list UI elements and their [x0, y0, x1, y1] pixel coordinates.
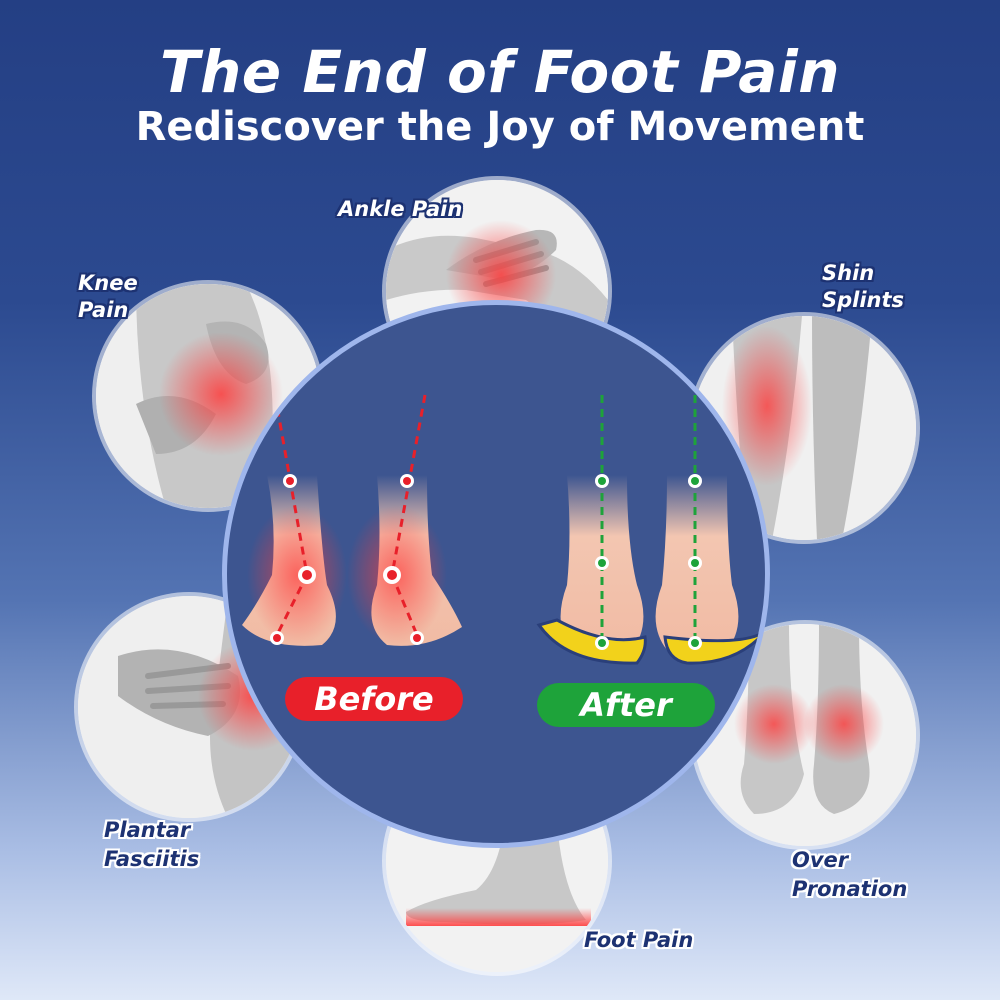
ankle-pain-label: Ankle Pain	[338, 197, 463, 221]
page-subtitle: Rediscover the Joy of Movement	[135, 104, 865, 150]
feet-comparison-illustration	[242, 394, 765, 665]
before-feet	[242, 394, 462, 646]
over-pronation-label-line2: Pronation	[792, 877, 908, 901]
page-title: The End of Foot Pain	[159, 38, 841, 106]
plantar-fasciitis-label-line1: Plantar	[104, 818, 191, 842]
knee-pain-image	[96, 284, 320, 508]
over-pronation-image	[694, 624, 916, 846]
over-pronation-label-line1: Over	[792, 848, 849, 872]
shin-splints-label-line2: Splints	[822, 288, 905, 312]
shin-splints-label: Shin Splints	[822, 260, 904, 314]
knee-pain-label: Knee Pain	[78, 270, 138, 324]
before-after-comparison: Before After	[222, 300, 770, 848]
knee-pain-label-line2: Pain	[78, 298, 129, 322]
shin-splints-label-line1: Shin	[822, 261, 875, 285]
plantar-fasciitis-label: Plantar Fasciitis	[104, 816, 199, 874]
foot-pain-label: Foot Pain	[584, 928, 694, 952]
plantar-fasciitis-label-line2: Fasciitis	[104, 847, 200, 871]
before-badge: Before	[285, 677, 463, 721]
over-pronation-label: Over Pronation	[792, 846, 907, 904]
after-badge: After	[537, 683, 715, 727]
after-feet	[536, 395, 765, 665]
knee-pain-label-line1: Knee	[78, 271, 138, 295]
